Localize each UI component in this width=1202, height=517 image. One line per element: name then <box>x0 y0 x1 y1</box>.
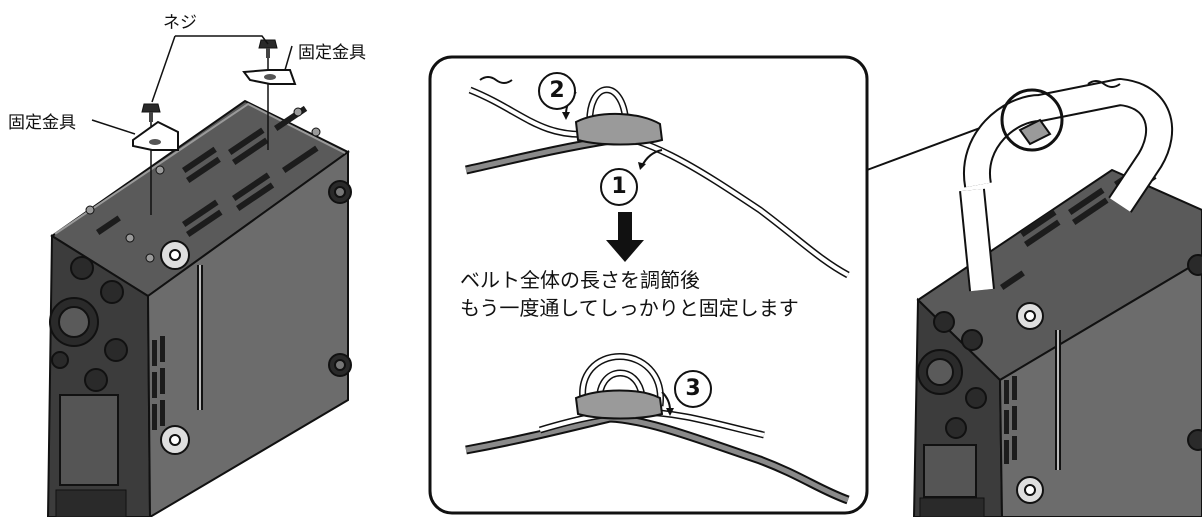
buckle-callout-circle <box>1000 88 1064 152</box>
bracket-right <box>242 69 297 85</box>
strap-diagram-bottom <box>465 353 850 505</box>
label-bracket-right: 固定金具 <box>298 43 366 63</box>
bracket-left <box>132 120 179 151</box>
caption-line-2: もう一度通してしっかりと固定します <box>460 296 799 320</box>
radio-body-right <box>912 159 1202 517</box>
label-bracket-left: 固定金具 <box>8 113 76 133</box>
step-3-marker: 3 <box>674 370 712 408</box>
strap-diagram-top <box>465 76 850 279</box>
label-screw: ネジ <box>163 13 197 33</box>
radio-body-left <box>46 99 352 517</box>
strap-on-radio <box>959 78 1174 292</box>
down-arrow <box>606 212 644 262</box>
step-1-marker: 1 <box>600 168 638 206</box>
leader-lines <box>91 35 293 135</box>
caption-line-1: ベルト全体の長さを調節後 <box>460 268 700 292</box>
step-2-marker: 2 <box>538 72 576 110</box>
strap-instruction-panel <box>428 55 869 515</box>
